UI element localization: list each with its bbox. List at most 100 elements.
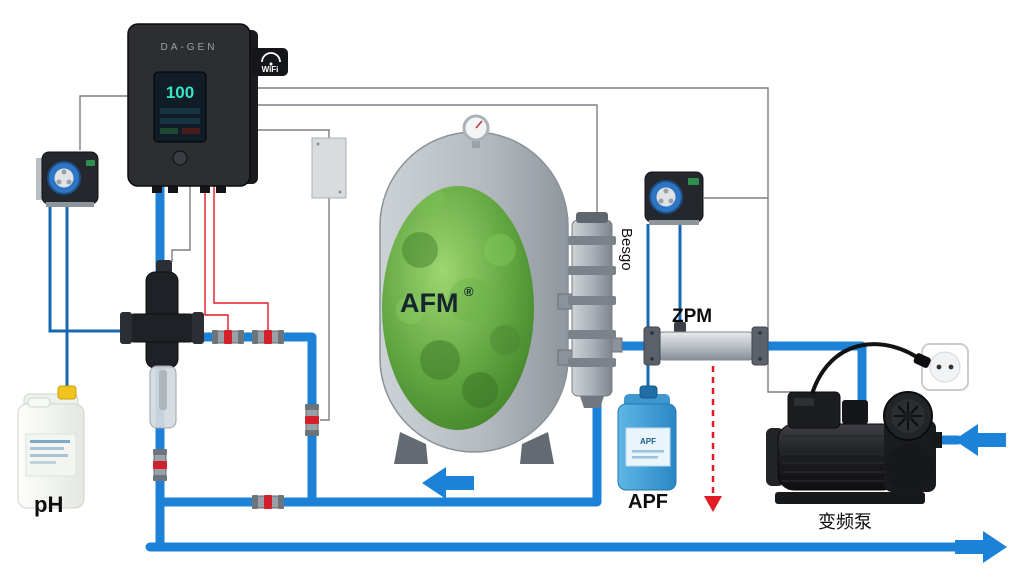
socket-face [929, 351, 961, 383]
cable-gland [168, 184, 178, 193]
pump-outlet [932, 432, 942, 448]
apf-container: APF [617, 385, 677, 491]
tank-leg [520, 432, 554, 464]
controller-unit: DA-GEN 100 [127, 23, 258, 193]
can-handle [27, 397, 51, 408]
socket-hole [948, 364, 954, 370]
wifi-label: WiFi [262, 65, 279, 74]
controller-screen [153, 71, 207, 143]
lid-center [903, 411, 913, 421]
pump-display [688, 178, 699, 185]
roller [61, 169, 67, 175]
gauge-needle [475, 120, 483, 129]
besgo-flange [568, 236, 616, 245]
roller [66, 179, 72, 185]
cable-gland [216, 184, 226, 193]
screen-row [160, 128, 178, 134]
labels: Besgo ZPM pH APF 变频泵 [34, 228, 872, 532]
vfd-box [787, 391, 841, 429]
zpm-bolt [758, 357, 762, 361]
check-valve [152, 448, 168, 482]
besgo-body [571, 219, 613, 397]
flow-arrow-left-icon [422, 467, 474, 499]
gauge-stem [472, 138, 480, 148]
junction-box [842, 400, 868, 424]
pump-mount [46, 202, 94, 207]
wire-to-dosing-pump-left [79, 95, 128, 150]
apf-label: APF [628, 491, 668, 513]
besgo-flange [568, 266, 616, 275]
waste-arrowhead-icon [704, 496, 722, 512]
can-cap [639, 385, 658, 399]
label-line [30, 440, 70, 443]
zpm-flange [751, 326, 769, 366]
motor-body [777, 423, 899, 491]
flow-cell-arm [125, 313, 199, 343]
flow-arrow-inlet-icon [954, 424, 1006, 456]
flow-arrows [422, 424, 1007, 563]
cable-gland [152, 184, 162, 193]
tank-label: AFM [400, 288, 458, 318]
besgo-outlet [580, 396, 604, 408]
red-wire-valve-2 [213, 186, 269, 330]
red-wire-valve-1 [204, 186, 229, 330]
relay-screw [316, 142, 320, 146]
can-label-area [625, 427, 671, 467]
pump-bracket [36, 158, 43, 200]
motor-fins [782, 435, 894, 482]
zpm-injection-port [674, 322, 686, 334]
zpm-label: ZPM [672, 306, 712, 327]
controller-dial[interactable] [172, 150, 188, 166]
besgo-cap [576, 212, 608, 223]
ph-container [17, 385, 85, 509]
besgo-valve [557, 212, 623, 408]
wifi-icon [252, 48, 288, 76]
besgo-label: Besgo [618, 228, 635, 271]
tank-label-reg: ® [464, 284, 474, 299]
flow-cell-cap-left [120, 312, 132, 344]
controller-brand: DA-GEN [161, 42, 218, 53]
wire-to-dosing-pump-right [258, 87, 769, 199]
power-cord [810, 342, 926, 395]
pump-base [775, 492, 925, 504]
socket-hole [936, 364, 942, 370]
can-label-text: APF [640, 437, 656, 446]
flow-cell-cap-right [192, 312, 204, 344]
dosing-pump-right [644, 171, 704, 225]
flow-cell [120, 260, 204, 429]
pipe-flowcell-branch [191, 332, 317, 507]
roller [56, 179, 62, 185]
wifi-arc-icon [261, 52, 281, 63]
screen-row [160, 118, 200, 124]
label-line [30, 447, 64, 450]
wire-to-relay-box [258, 129, 330, 140]
flow-arrow-right-icon [955, 531, 1007, 563]
label-line [30, 454, 68, 457]
check-valve [211, 329, 245, 345]
wire-to-vfd-pump [767, 198, 792, 393]
zpm-flange [643, 326, 661, 366]
vfd-pump [766, 391, 942, 504]
wire-relay-to-valve [320, 198, 330, 421]
besgo-flange [568, 358, 616, 367]
can-cap [57, 385, 77, 400]
volute [886, 444, 934, 492]
power-socket [810, 342, 969, 395]
zpm-bolt [650, 331, 654, 335]
filter-tank: AFM ® [379, 114, 569, 464]
wire-to-flow-cell [171, 186, 191, 262]
pump-label: 变频泵 [818, 512, 872, 532]
pump-mount [649, 220, 699, 225]
pump-display [86, 160, 95, 166]
check-valve [251, 494, 285, 510]
relay-body [311, 137, 347, 199]
zpm-mixer [643, 322, 769, 366]
zpm-bolt [650, 357, 654, 361]
pipe-return-lower [155, 393, 602, 507]
power-plug-icon [913, 353, 931, 368]
zpm-bolt [758, 331, 762, 335]
probe [159, 370, 167, 410]
waste-drain-arrow [704, 366, 722, 512]
tank-leg [394, 432, 428, 464]
